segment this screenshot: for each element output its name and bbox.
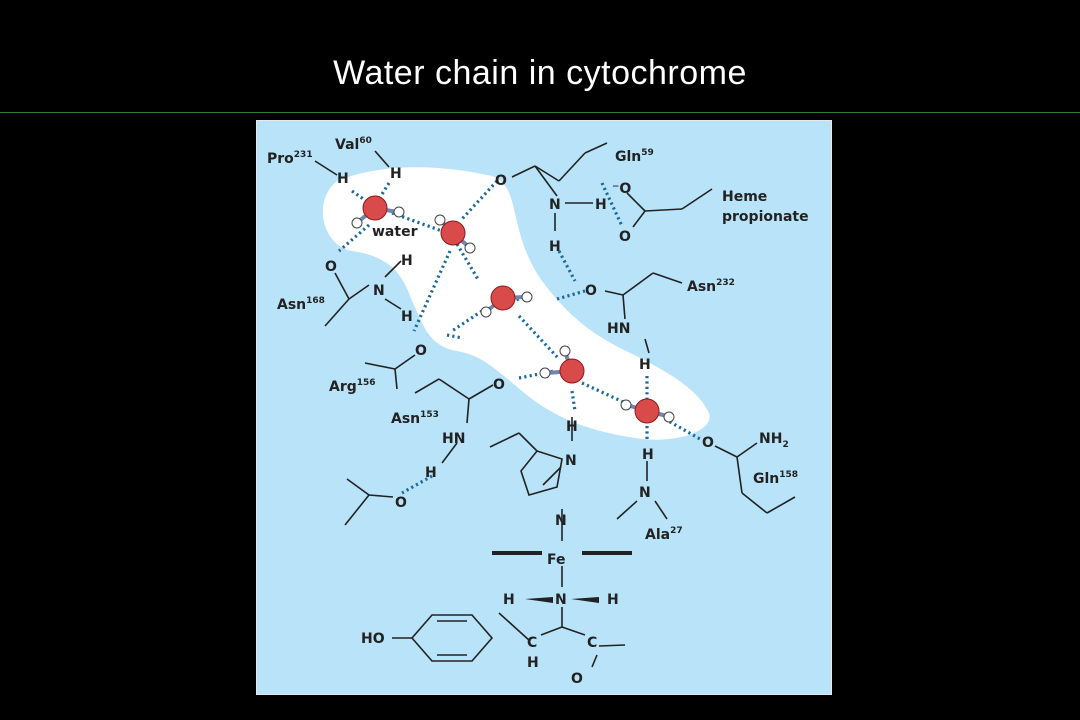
svg-text:H: H xyxy=(390,166,402,182)
svg-text:C: C xyxy=(527,635,537,651)
svg-text:Val60: Val60 xyxy=(335,136,372,153)
svg-text:N: N xyxy=(373,283,385,299)
svg-text:Gln59: Gln59 xyxy=(615,148,654,165)
svg-text:propionate: propionate xyxy=(722,209,809,225)
svg-text:O: O xyxy=(495,173,507,189)
water-molecule-4 xyxy=(539,345,585,384)
svg-text:⁻O: ⁻O xyxy=(612,181,631,197)
water-region xyxy=(322,167,710,440)
svg-text:HN: HN xyxy=(607,321,630,337)
svg-text:O: O xyxy=(493,377,505,393)
covalent-bonds xyxy=(314,142,796,668)
svg-text:water: water xyxy=(372,224,418,240)
svg-text:N: N xyxy=(555,513,567,529)
svg-text:H: H xyxy=(595,197,607,213)
svg-text:Ala27: Ala27 xyxy=(645,526,683,543)
svg-text:O: O xyxy=(571,671,583,687)
svg-text:H: H xyxy=(337,171,349,187)
svg-text:H: H xyxy=(549,239,561,255)
svg-text:Asn153: Asn153 xyxy=(391,410,439,427)
svg-text:H: H xyxy=(401,253,413,269)
svg-text:H: H xyxy=(642,447,654,463)
water-molecule-2 xyxy=(434,214,476,254)
svg-text:Asn232: Asn232 xyxy=(687,278,735,295)
svg-text:Pro231: Pro231 xyxy=(267,150,313,167)
water-molecule-3 xyxy=(480,285,533,318)
svg-text:C: C xyxy=(587,635,597,651)
title-divider xyxy=(0,112,1080,113)
svg-text:N: N xyxy=(565,453,577,469)
svg-text:H: H xyxy=(503,592,515,608)
svg-text:O: O xyxy=(325,259,337,275)
water-molecule-1 xyxy=(351,195,405,229)
water-molecules xyxy=(351,195,675,424)
svg-text:N: N xyxy=(555,592,567,608)
svg-text:H: H xyxy=(639,357,651,373)
svg-text:Asn168: Asn168 xyxy=(277,296,325,313)
svg-text:H: H xyxy=(607,592,619,608)
svg-text:Heme: Heme xyxy=(722,189,767,205)
structure-figure: Pro231 Val60 H H O Gln59 N H H ⁻O O Heme… xyxy=(267,136,809,687)
svg-text:H: H xyxy=(566,419,578,435)
svg-text:H: H xyxy=(527,655,539,671)
svg-text:O: O xyxy=(395,495,407,511)
svg-text:Arg156: Arg156 xyxy=(329,378,376,395)
svg-text:N: N xyxy=(549,197,561,213)
slide-title: Water chain in cytochrome xyxy=(333,54,747,92)
svg-text:HO: HO xyxy=(361,631,385,647)
svg-text:O: O xyxy=(702,435,714,451)
svg-text:H: H xyxy=(401,309,413,325)
water-molecule-5 xyxy=(620,398,675,424)
svg-text:NH2: NH2 xyxy=(759,431,789,450)
svg-text:O: O xyxy=(619,229,631,245)
svg-text:O: O xyxy=(585,283,597,299)
svg-text:H: H xyxy=(425,465,437,481)
svg-text:O: O xyxy=(415,343,427,359)
atom-labels: Pro231 Val60 H H O Gln59 N H H ⁻O O Heme… xyxy=(267,136,809,687)
svg-text:N: N xyxy=(639,485,651,501)
svg-text:Gln158: Gln158 xyxy=(753,470,798,487)
water-chain-diagram: Pro231 Val60 H H O Gln59 N H H ⁻O O Heme… xyxy=(256,120,832,695)
svg-text:HN: HN xyxy=(442,431,465,447)
svg-text:Fe: Fe xyxy=(547,552,566,568)
